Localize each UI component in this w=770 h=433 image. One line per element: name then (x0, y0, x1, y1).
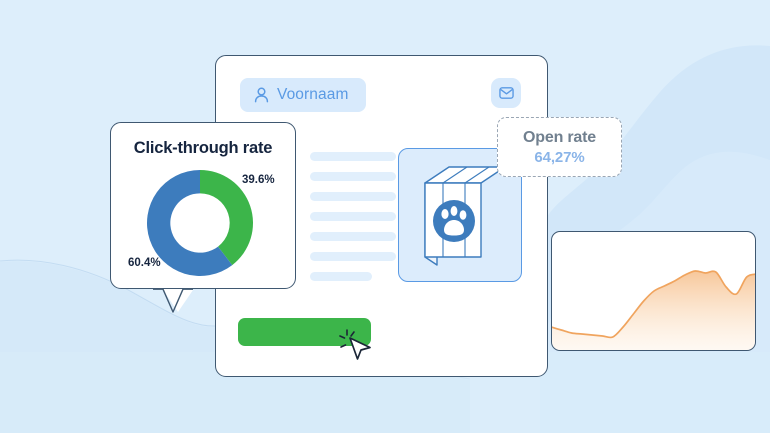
pet-food-box-illustration (424, 166, 506, 266)
email-body-line (310, 152, 396, 161)
recipient-name-label: Voornaam (277, 86, 349, 103)
area-chart-fill (552, 270, 755, 350)
donut-label-clicked: 39.6% (242, 174, 275, 186)
open-rate-value: 64,27% (534, 148, 585, 166)
click-through-rate-card: Click-through rate 39.6% 60.4% (110, 122, 296, 289)
email-body-line (310, 192, 396, 201)
ctr-donut-chart (144, 167, 256, 279)
area-chart (552, 270, 755, 350)
email-body-line (310, 232, 396, 241)
ctr-card-title: Click-through rate (133, 139, 273, 157)
open-rate-card: Open rate 64,27% (497, 117, 622, 177)
open-rate-title: Open rate (523, 128, 596, 146)
email-body-line (310, 272, 372, 281)
envelope-button[interactable] (491, 78, 521, 108)
cta-button[interactable] (238, 318, 371, 346)
email-body-placeholder-lines (310, 152, 396, 292)
donut-slice-clicked (200, 170, 253, 266)
analytics-chart-card (551, 231, 756, 351)
email-body-line (310, 252, 396, 261)
product-image-panel (398, 148, 522, 282)
person-icon (254, 87, 269, 103)
email-body-line (310, 212, 396, 221)
area-chart-line (552, 270, 755, 339)
ctr-card-tail (153, 288, 193, 313)
email-body-line (310, 172, 396, 181)
recipient-name-field[interactable]: Voornaam (240, 78, 367, 112)
paw-print-icon (441, 206, 467, 236)
donut-slice-not-clicked (146, 170, 233, 276)
donut-label-not-clicked: 60.4% (128, 257, 161, 269)
envelope-icon (498, 87, 514, 99)
